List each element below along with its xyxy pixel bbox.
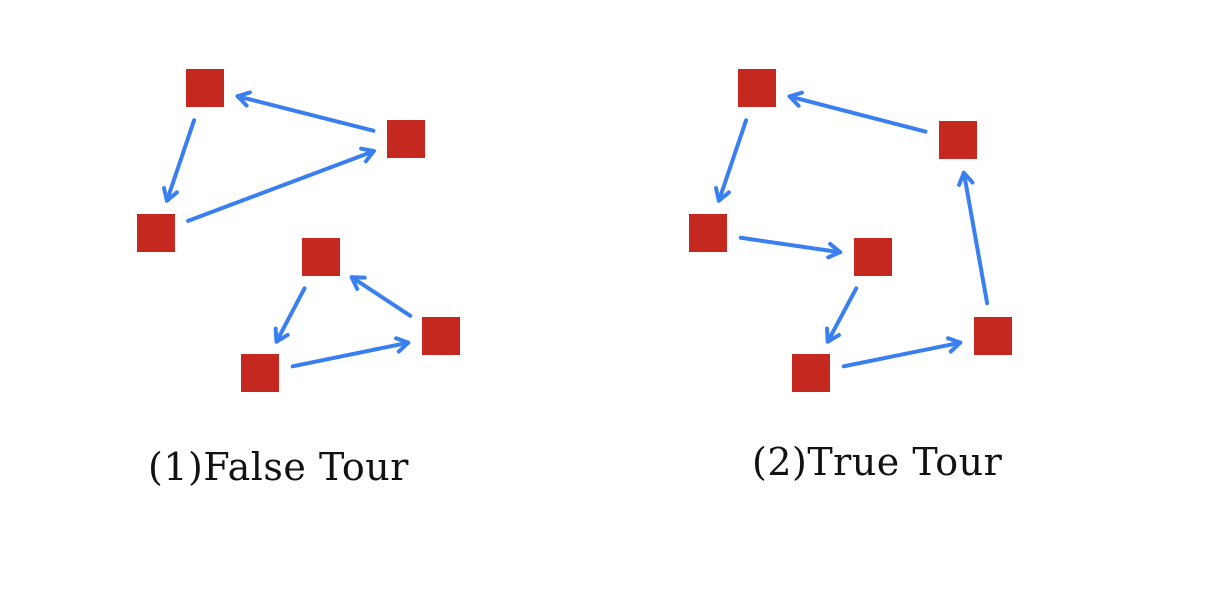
arrowhead bbox=[235, 90, 252, 108]
edge-arrow-b-to-c bbox=[186, 146, 376, 223]
arrowhead bbox=[787, 90, 804, 108]
city-node-e bbox=[974, 317, 1012, 355]
city-node-d bbox=[302, 238, 340, 276]
edge-arrow-b-to-c bbox=[738, 235, 843, 260]
true-tour-panel bbox=[689, 69, 1012, 392]
edge-arrow-a-to-b bbox=[714, 118, 749, 203]
city-node-b bbox=[137, 214, 175, 252]
city-node-c bbox=[854, 238, 892, 276]
edge-arrow-d-to-e bbox=[841, 336, 963, 369]
arrowhead bbox=[162, 186, 179, 203]
city-node-f bbox=[422, 317, 460, 355]
false-tour-caption: (1)False Tour bbox=[148, 445, 409, 489]
arrowhead bbox=[714, 186, 731, 203]
true-tour-caption: (2)True Tour bbox=[752, 440, 1003, 484]
arrowhead bbox=[273, 326, 290, 344]
edge-arrow-f-to-d bbox=[349, 275, 413, 318]
edge-arrow-c-to-a bbox=[235, 90, 376, 133]
edge-arrow-a-to-b bbox=[162, 118, 197, 203]
city-node-a bbox=[186, 69, 224, 107]
city-node-b bbox=[689, 214, 727, 252]
city-node-a bbox=[738, 69, 776, 107]
false-tour-panel bbox=[137, 69, 460, 392]
city-node-f bbox=[939, 121, 977, 159]
city-node-c bbox=[387, 120, 425, 158]
arrowhead bbox=[394, 336, 411, 354]
edge-arrow-f-to-a bbox=[787, 90, 928, 134]
arrowhead bbox=[349, 275, 367, 291]
city-node-d bbox=[792, 354, 830, 392]
edge-arrow-e-to-f bbox=[290, 336, 411, 369]
edge-arrow-e-to-f bbox=[957, 170, 990, 306]
edge-arrow-d-to-e bbox=[273, 286, 307, 344]
city-node-e bbox=[241, 354, 279, 392]
arrowhead bbox=[824, 326, 841, 344]
arrowhead bbox=[946, 336, 963, 354]
arrowhead bbox=[359, 146, 376, 164]
arrowhead bbox=[957, 170, 975, 187]
arrowhead bbox=[826, 241, 843, 260]
edge-arrow-c-to-d bbox=[824, 286, 859, 344]
